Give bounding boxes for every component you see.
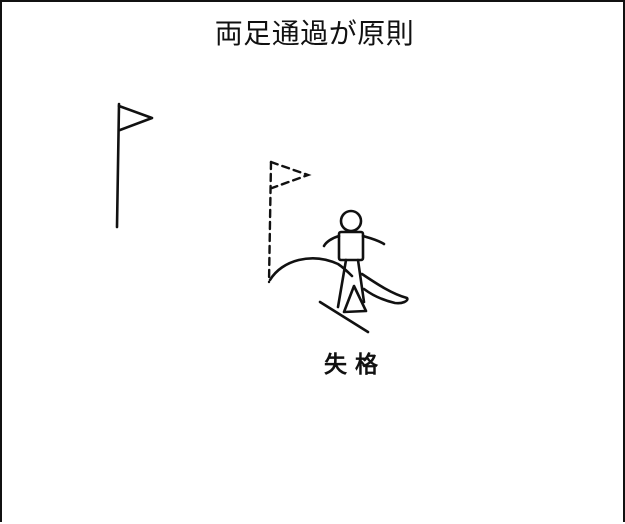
skier-left-ski [318,300,370,334]
left-gate-pole [115,102,121,229]
skier-figure [268,209,409,334]
right-gate-flag [267,160,312,284]
left-gate-pennant [117,104,154,132]
disqualified-label: 失格 [324,352,386,378]
left-gate-flag [115,102,154,229]
right-gate-pennant [269,160,312,190]
skier-right-ski [360,272,409,305]
skier-knee-triangle [342,284,368,314]
skier-right-leg [356,258,366,304]
skier-torso [337,230,365,262]
diagram-title: 両足通過が原則 [214,17,415,50]
skier-left-arm [322,234,341,248]
skier-right-arm [361,234,386,246]
right-gate-pole [267,160,273,284]
skier-head [339,209,363,233]
passage-arc [268,257,354,282]
